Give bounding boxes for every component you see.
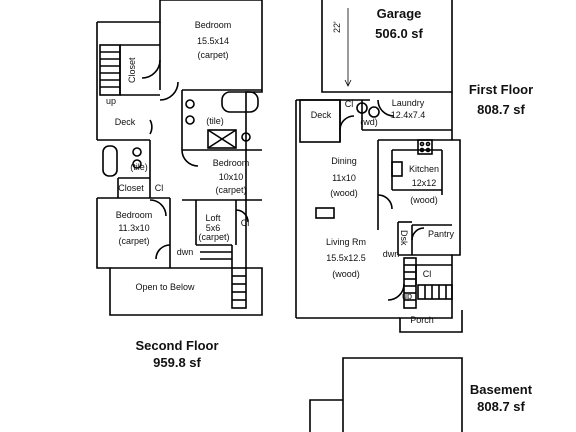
- second-loft-size: 5x6: [205, 223, 221, 233]
- second-floor-area: 959.8 sf: [153, 355, 201, 370]
- basement-title: Basement: [469, 382, 533, 397]
- second-bedroom-c-name: Bedroom: [115, 210, 153, 220]
- first-laundry-name: Laundry: [391, 98, 425, 108]
- first-living-name: Living Rm: [325, 237, 366, 247]
- second-bedroom-b-floor: (carpet): [215, 185, 247, 195]
- first-deck-label: Deck: [310, 110, 332, 120]
- first-floor-title: First Floor: [468, 82, 534, 97]
- second-floor-walls: [96, 0, 263, 316]
- first-cl-stairs: Cl: [422, 269, 432, 279]
- basement-area: 808.7 sf: [477, 399, 525, 414]
- garage-dimension: 22': [332, 21, 342, 33]
- second-open-below: Open to Below: [135, 282, 195, 292]
- first-kitchen-name: Kitchen: [408, 164, 440, 174]
- second-floor-title: Second Floor: [135, 338, 219, 353]
- first-porch-label: Porch: [410, 315, 434, 325]
- second-loft-name: Loft: [205, 213, 221, 223]
- first-dining-name: Dining: [331, 156, 357, 166]
- second-cl-mid: Cl: [154, 183, 164, 193]
- second-bedroom-c-floor: (carpet): [118, 236, 150, 246]
- second-up-label: up: [105, 96, 116, 106]
- second-bedroom-a-floor: (carpet): [197, 50, 229, 60]
- second-bath-tile-top: (tile): [206, 116, 224, 126]
- basement-walls: [309, 357, 463, 432]
- second-bath-tile-left: (tile): [130, 162, 148, 172]
- second-closet-mid: Closet: [118, 183, 144, 193]
- first-dsk-label: Dsk: [399, 230, 409, 246]
- second-bedroom-c-size: 11.3x10: [118, 223, 150, 233]
- first-dining-size: 11x10: [332, 173, 356, 183]
- second-bedroom-b-size: 10x10: [218, 172, 244, 182]
- second-closet-top: Closet: [127, 57, 137, 83]
- second-deck-label: Deck: [114, 117, 136, 127]
- first-dining-floor: (wood): [330, 188, 358, 198]
- first-living-floor: (wood): [332, 269, 360, 279]
- garage-area: 506.0 sf: [375, 26, 423, 41]
- first-living-size: 15.5x12.5: [326, 253, 366, 263]
- first-dwn-label: dwn: [382, 249, 400, 259]
- first-floor-area: 808.7 sf: [477, 102, 525, 117]
- first-kitchen-size: 12x12: [411, 178, 437, 188]
- first-up-label: up: [401, 291, 412, 301]
- second-bedroom-a-name: Bedroom: [194, 20, 232, 30]
- second-bedroom-a-size: 15.5x14: [196, 36, 230, 46]
- second-loft-floor: (carpet): [198, 232, 230, 242]
- second-bedroom-b-name: Bedroom: [212, 158, 250, 168]
- first-wd-label: (wd): [360, 117, 378, 127]
- second-cl-loft: Cl: [240, 218, 250, 228]
- first-pantry-label: Pantry: [427, 229, 454, 239]
- first-floor-walls: [295, 0, 463, 333]
- second-dwn-label: dwn: [176, 247, 194, 257]
- first-laundry-size: 12.4x7.4: [390, 110, 426, 120]
- first-cl-label: Cl: [344, 99, 354, 109]
- first-kitchen-floor: (wood): [410, 195, 438, 205]
- garage-title: Garage: [376, 6, 422, 21]
